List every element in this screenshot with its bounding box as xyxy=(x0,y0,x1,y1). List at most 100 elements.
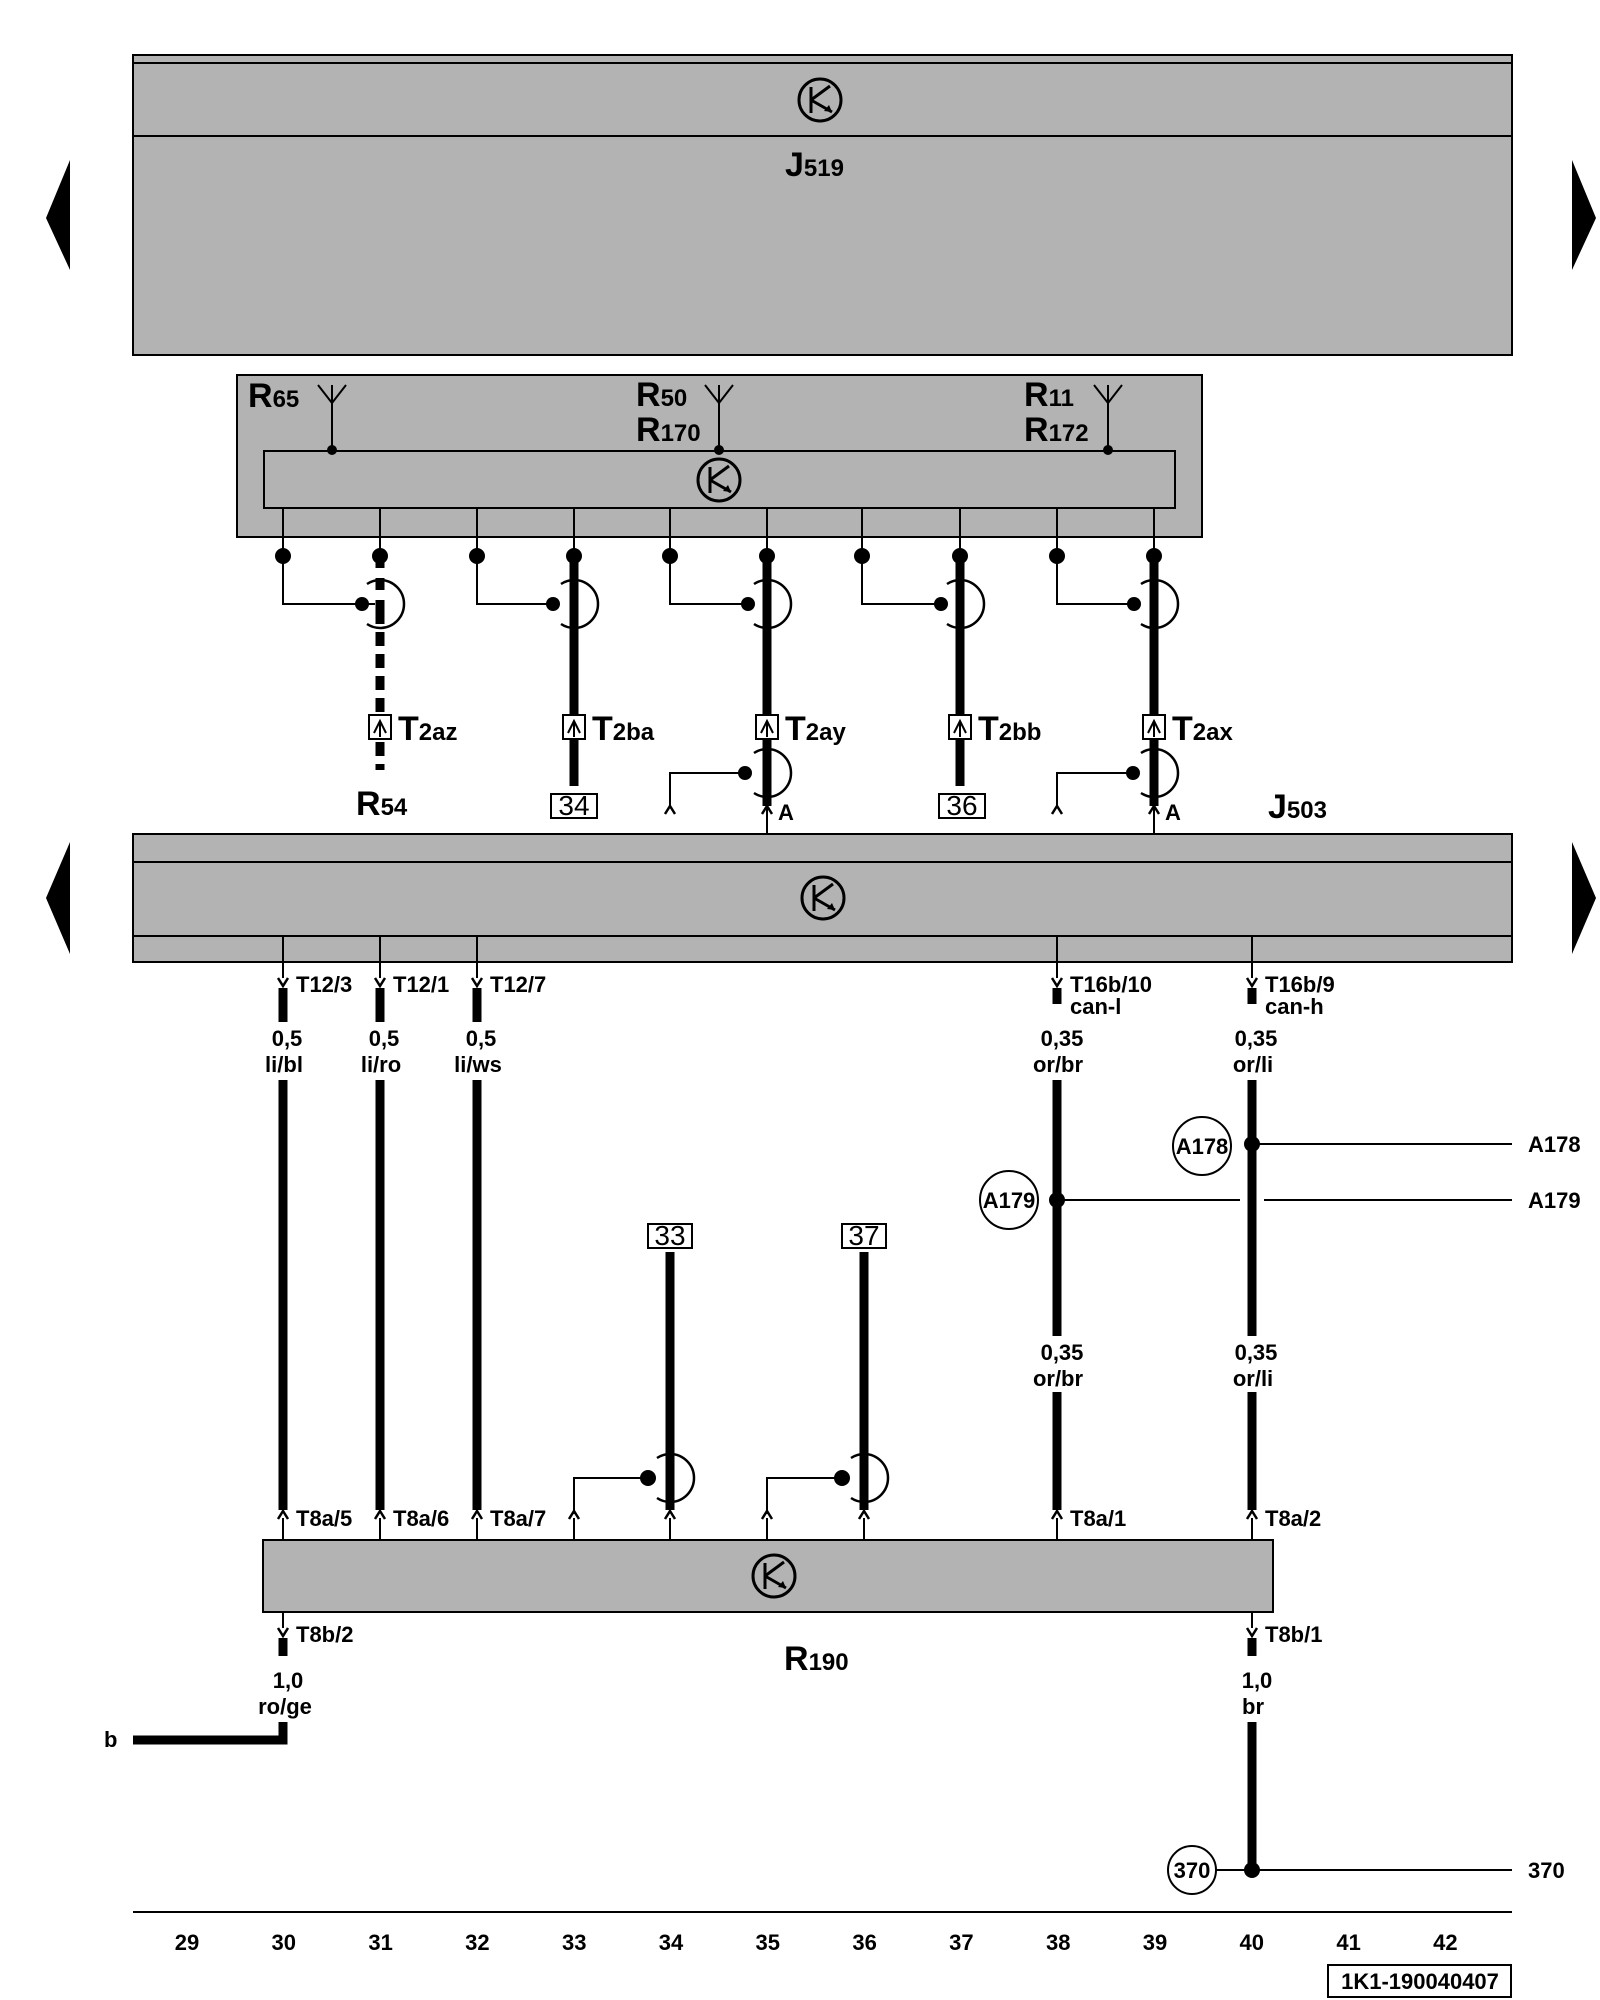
svg-text:T8a/1: T8a/1 xyxy=(1070,1506,1126,1531)
column-number: 36 xyxy=(852,1930,876,1955)
svg-text:T8a/2: T8a/2 xyxy=(1265,1506,1321,1531)
svg-text:ro/ge: ro/ge xyxy=(258,1694,312,1719)
column-number: 40 xyxy=(1240,1930,1264,1955)
j503-input-shields: A A xyxy=(663,747,1181,825)
connector-t2az: T2az xyxy=(368,710,457,748)
antenna-r11-label: R11 xyxy=(1024,376,1074,414)
svg-text:0,35: 0,35 xyxy=(1041,1026,1084,1051)
column-number: 41 xyxy=(1336,1930,1360,1955)
column-number: 29 xyxy=(175,1930,199,1955)
r190-label: R190 xyxy=(784,1640,849,1678)
junction-a179: A179 A179 xyxy=(979,1170,1581,1230)
svg-text:or/li: or/li xyxy=(1233,1366,1273,1391)
unit-j503 xyxy=(132,833,1513,963)
j519-label: J519 xyxy=(785,146,844,184)
svg-text:li/ro: li/ro xyxy=(361,1052,401,1077)
svg-text:0,5: 0,5 xyxy=(369,1026,400,1051)
column-number: 31 xyxy=(368,1930,392,1955)
svg-text:can-l: can-l xyxy=(1070,994,1121,1019)
svg-text:A179: A179 xyxy=(1528,1188,1581,1213)
svg-text:A179: A179 xyxy=(983,1188,1036,1213)
r190-input-shields xyxy=(573,1452,890,1514)
column-number: 39 xyxy=(1143,1930,1167,1955)
scroll-left-arrow-top[interactable] xyxy=(46,160,70,270)
svg-text:T8a/7: T8a/7 xyxy=(490,1506,546,1531)
connector-t2ay: T2ay xyxy=(755,710,846,748)
svg-text:T2ax: T2ax xyxy=(1172,710,1233,748)
doc-id: 1K1-190040407 xyxy=(1327,1964,1512,1998)
svg-text:T16b/10: T16b/10 xyxy=(1070,972,1152,997)
column-number: 30 xyxy=(272,1930,296,1955)
scroll-left-arrow-mid[interactable] xyxy=(46,842,70,954)
connector-t2bb: T2bb xyxy=(948,710,1041,748)
svg-text:or/br: or/br xyxy=(1033,1052,1084,1077)
svg-text:or/li: or/li xyxy=(1233,1052,1273,1077)
antenna-r65-label: R65 xyxy=(248,377,299,415)
svg-text:0,35: 0,35 xyxy=(1235,1340,1278,1365)
column-number: 38 xyxy=(1046,1930,1070,1955)
svg-text:37: 37 xyxy=(848,1220,879,1251)
svg-text:T2az: T2az xyxy=(398,710,457,748)
svg-text:T12/7: T12/7 xyxy=(490,972,546,997)
j503-output-stubs xyxy=(282,936,1253,978)
svg-text:36: 36 xyxy=(946,790,977,821)
connector-t2ax: T2ax xyxy=(1142,710,1233,748)
junction-370: 370 370 xyxy=(1167,1845,1565,1895)
svg-text:A178: A178 xyxy=(1528,1132,1581,1157)
antenna-nodes xyxy=(275,548,1162,611)
svg-text:T8b/1: T8b/1 xyxy=(1265,1622,1322,1647)
column-number: 42 xyxy=(1433,1930,1457,1955)
ref-box-34: 34 xyxy=(550,790,598,821)
svg-text:T8a/6: T8a/6 xyxy=(393,1506,449,1531)
svg-text:370: 370 xyxy=(1174,1858,1211,1883)
upper-wire-labels: T12/3 T12/1 T12/7 T16b/10 can-l T16b/9 c… xyxy=(265,972,1335,1077)
scroll-right-arrow-top[interactable] xyxy=(1572,160,1596,270)
coax-wires xyxy=(375,556,1159,806)
ref-box-36: 36 xyxy=(938,790,986,821)
svg-text:1,0: 1,0 xyxy=(273,1668,304,1693)
svg-text:0,5: 0,5 xyxy=(272,1026,303,1051)
svg-text:1K1-190040407: 1K1-190040407 xyxy=(1341,1969,1499,1994)
svg-text:T12/3: T12/3 xyxy=(296,972,352,997)
svg-text:T2bb: T2bb xyxy=(978,710,1041,748)
unit-j519: J519 xyxy=(132,54,1513,356)
svg-text:0,35: 0,35 xyxy=(1235,1026,1278,1051)
column-number: 35 xyxy=(756,1930,780,1955)
svg-text:or/br: or/br xyxy=(1033,1366,1084,1391)
r190-outputs: T8b/2 T8b/1 1,0 ro/ge 1,0 br b xyxy=(104,1612,1322,1870)
ref-box-37: 37 xyxy=(841,1220,887,1251)
column-number: 32 xyxy=(465,1930,489,1955)
column-number: 34 xyxy=(659,1930,684,1955)
junction-a178: A178 A178 xyxy=(1172,1116,1581,1176)
svg-text:li/bl: li/bl xyxy=(265,1052,303,1077)
antenna-module: R65 R50 R170 R11 R172 xyxy=(236,374,1203,538)
r54-label: R54 xyxy=(356,785,408,823)
svg-text:br: br xyxy=(1242,1694,1264,1719)
svg-text:33: 33 xyxy=(654,1220,685,1251)
svg-text:T2ay: T2ay xyxy=(785,710,846,748)
r190-input-arrows: T8a/5 T8a/6 T8a/7 T8a/1 T8a/2 xyxy=(276,1506,1321,1540)
antenna-r50-label: R50 xyxy=(636,376,687,414)
bus-wires xyxy=(278,988,1257,1510)
antenna-r172-label: R172 xyxy=(1024,411,1089,449)
svg-text:can-h: can-h xyxy=(1265,994,1324,1019)
svg-text:A: A xyxy=(1165,800,1181,825)
svg-text:T12/1: T12/1 xyxy=(393,972,449,997)
svg-text:li/ws: li/ws xyxy=(454,1052,502,1077)
unit-r190: R190 xyxy=(262,1539,1274,1678)
svg-text:T8b/2: T8b/2 xyxy=(296,1622,353,1647)
svg-text:T8a/5: T8a/5 xyxy=(296,1506,352,1531)
scroll-right-arrow-mid[interactable] xyxy=(1572,842,1596,954)
lower-wire-labels: 0,35 or/br 0,35 or/li xyxy=(1033,1340,1277,1391)
ref-box-33: 33 xyxy=(647,1220,693,1251)
svg-text:0,5: 0,5 xyxy=(466,1026,497,1051)
svg-text:1,0: 1,0 xyxy=(1242,1668,1273,1693)
svg-text:A: A xyxy=(778,800,794,825)
svg-text:370: 370 xyxy=(1528,1858,1565,1883)
column-number: 33 xyxy=(562,1930,586,1955)
antenna-r170-label: R170 xyxy=(636,411,701,449)
connector-t2ba: T2ba xyxy=(562,710,655,748)
svg-text:0,35: 0,35 xyxy=(1041,1340,1084,1365)
